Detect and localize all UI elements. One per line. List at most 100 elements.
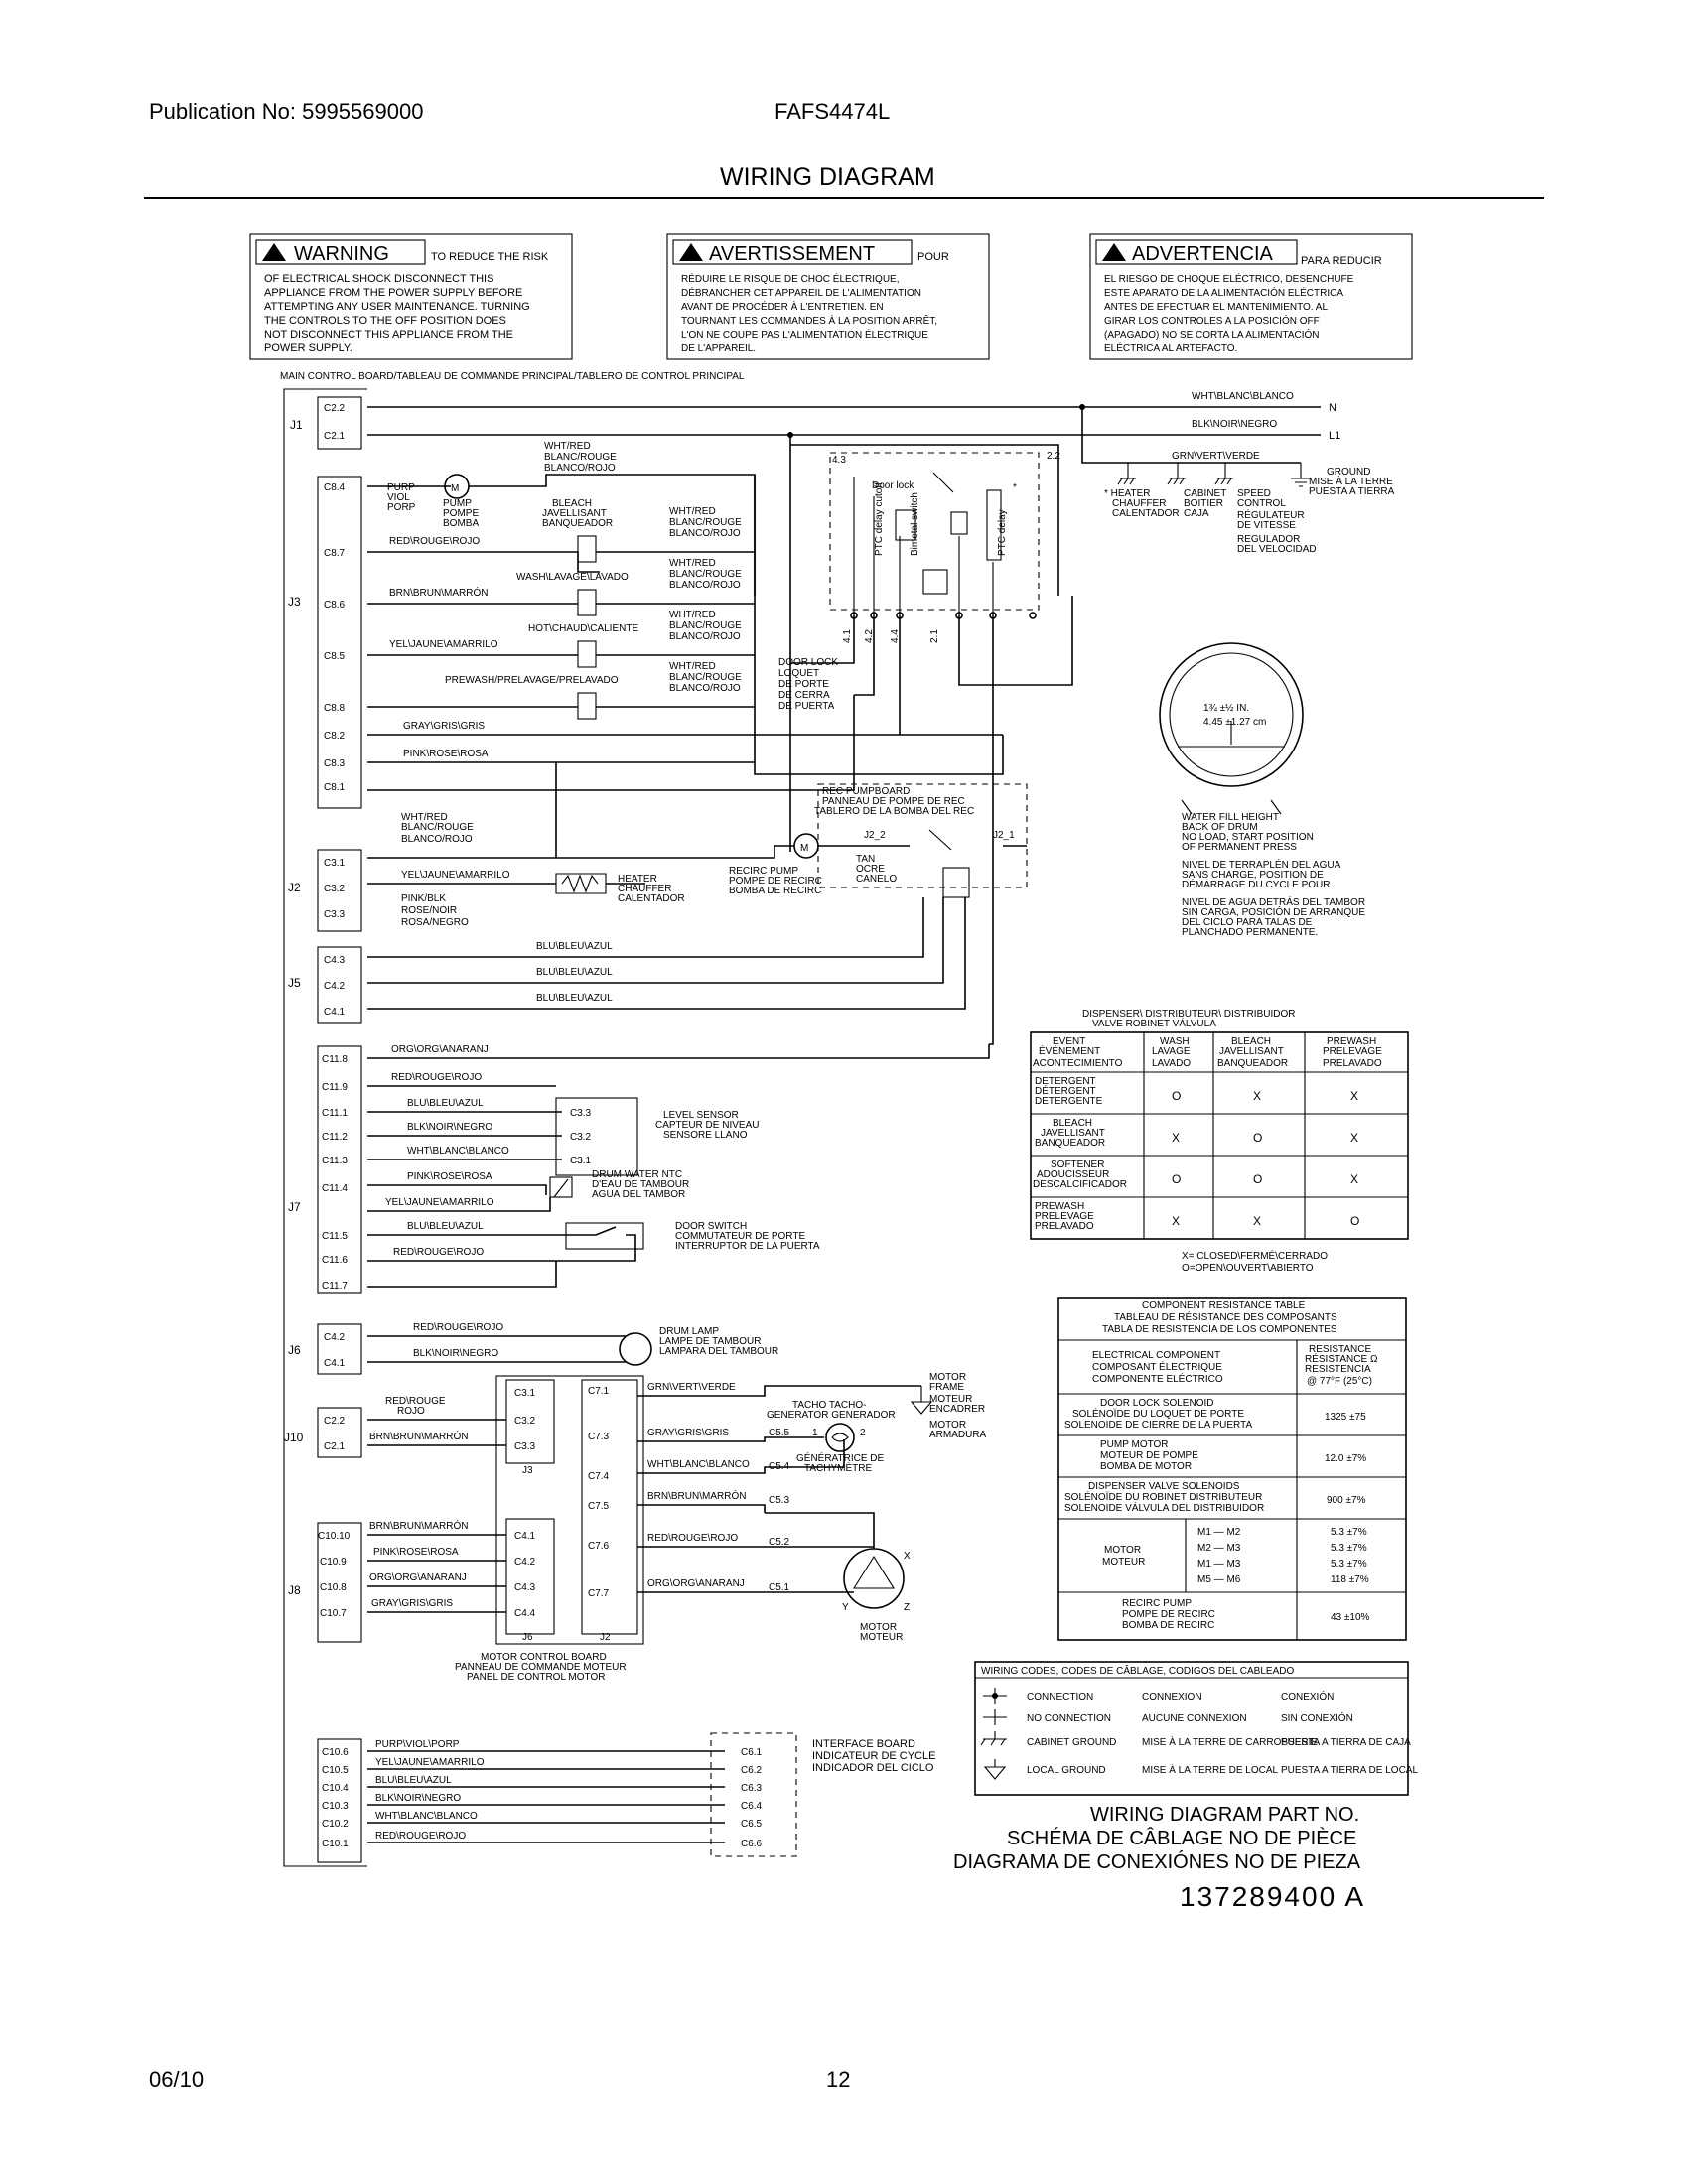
valve-return-label: BLANCO/ROJO [669, 683, 741, 694]
terminal-label: 2.1 [929, 629, 940, 643]
table-cell: DESCALCIFICADOR [1033, 1179, 1127, 1190]
purp-label: PORP [387, 502, 416, 513]
table-cell: O [1253, 1131, 1262, 1145]
pin-label: C11.8 [322, 1054, 348, 1065]
terminal-label: 4.2 [864, 629, 875, 643]
table-header: PRELAVADO [1323, 1058, 1382, 1069]
rec-pumpboard: REC PUMPBOARD PANNEAU DE POMPE DE REC TA… [814, 783, 1028, 898]
table-cell: MOTEUR DE POMPE [1100, 1450, 1198, 1461]
pin-label: C4.1 [324, 1007, 346, 1018]
table-cell: M2 — M3 [1197, 1543, 1241, 1554]
code-cell: MISE À LA TERRE DE LOCAL [1142, 1763, 1279, 1776]
pin-label: C4.3 [324, 955, 346, 966]
warning-lead: PARA REDUCIR [1301, 255, 1382, 267]
valve-return-label: BLANC/ROUGE [669, 569, 742, 580]
table-cell: O [1253, 1172, 1262, 1186]
connector-label: J3 [288, 595, 301, 609]
valve-return-label: BLANCO/ROJO [669, 580, 741, 591]
wire-label: BRN\BRUN\MARRÓN [389, 586, 488, 599]
interface-board [367, 1732, 797, 1857]
pin-labels: C2.2 C2.1 C8.4 C8.7 C8.6 C8.5 C8.8 C8.2 … [318, 403, 351, 1849]
prewash-label: PREWASH/PRELAVAGE/PRELAVADO [445, 675, 619, 686]
warning-line: ATTEMPTING ANY USER MAINTENANCE. TURNING [264, 301, 530, 313]
table-header: ACONTECIMIENTO [1033, 1058, 1123, 1069]
motor-label: MOTEUR [860, 1632, 903, 1643]
ground-label: PUESTA A TIERRA [1309, 486, 1395, 497]
mcb-pin: C3.2 [514, 1416, 536, 1427]
pin-label: C10.2 [322, 1819, 349, 1830]
pin-label: C10.5 [322, 1765, 349, 1776]
table-cell: X [1350, 1089, 1358, 1103]
mcb-label: MOTOR CONTROL BOARD [481, 1652, 607, 1663]
table-header: ELECTRICAL COMPONENT [1092, 1350, 1220, 1361]
speed-label: SPEED [1237, 488, 1271, 499]
wire-label: PINK\ROSE\ROSA [407, 1171, 492, 1182]
wht-red-label: BLANC/ROUGE [544, 452, 617, 463]
fill-text: WATER FILL HEIGHT [1182, 812, 1279, 823]
table-cell: ADOUCISSEUR [1037, 1169, 1109, 1180]
mcb-pin: C7.4 [588, 1471, 610, 1482]
pin-label: C2.1 [324, 1441, 346, 1452]
tacho-terminal: 1 [812, 1428, 818, 1438]
wire-label: BLU\BLEU\AZUL [536, 993, 613, 1004]
pin-label: C10.4 [322, 1783, 349, 1794]
table-title: COMPONENT RESISTANCE TABLE [1142, 1300, 1306, 1311]
heater-ground-label: CALENTADOR [1112, 508, 1180, 519]
table-cell: SOLENOIDE VÁLVULA DEL DISTRIBUIDOR [1064, 1501, 1264, 1514]
l1-label: L1 [1329, 430, 1340, 442]
tacho-fr-label: TACHYMÈTRE [804, 1461, 872, 1474]
wire-label: PINK/BLK [401, 893, 446, 904]
wire-label: YEL\JAUNE\AMARRILO [375, 1757, 485, 1768]
speed-label: REGULADOR [1237, 534, 1300, 545]
table-header: PREWASH [1327, 1036, 1376, 1047]
ntc-label: D'EAU DE TAMBOUR [592, 1179, 689, 1190]
warning-triangle-icon [1102, 243, 1126, 261]
door-switch-label: INTERRUPTOR DE LA PUERTA [675, 1241, 820, 1252]
ib-pin: C6.4 [741, 1801, 763, 1812]
cabinet-ground-icon [980, 1731, 1007, 1746]
cabinet-label: CAJA [1184, 508, 1209, 519]
rec-label: TABLERO DE LA BOMBA DEL REC [814, 806, 974, 817]
warning-label: ADVERTENCIA [1132, 243, 1274, 265]
code-cell: SIN CONEXIÓN [1281, 1711, 1353, 1724]
tacho-label: GENERATOR GENERADOR [767, 1410, 896, 1421]
warning-line: ELÉCTRICA AL ARTEFACTO. [1104, 341, 1237, 354]
tacho-fr-label: GÉNÉRATRICE DE [796, 1451, 884, 1464]
door-lock-label: DOOR LOCK [778, 657, 838, 668]
table-cell: PRELAVADO [1035, 1221, 1094, 1232]
table-cell: O [1172, 1172, 1181, 1186]
c52-label: C5.2 [769, 1537, 790, 1548]
j2-2-label: J2_2 [864, 830, 886, 841]
ptc-label: PTC delay cutoff [874, 482, 885, 556]
j2-1-label: J2_1 [993, 830, 1015, 841]
motor-label: MOTOR [860, 1622, 897, 1633]
wire-label: WHT\BLANC\BLANCO [407, 1146, 509, 1157]
fill-dim: 4.45 ±1.27 cm [1203, 717, 1266, 728]
table-cell: X [1172, 1214, 1180, 1228]
table-cell: X [1253, 1214, 1261, 1228]
table-cell: 118 ±7% [1331, 1574, 1369, 1585]
motor-terminal: Y [842, 1602, 849, 1613]
table-cell: DETERGENTE [1035, 1096, 1103, 1107]
warning-line: L'ON NE COUPE PAS L'ALIMENTATION ÉLECTRI… [681, 328, 928, 341]
wire-label: BLU\BLEU\AZUL [407, 1098, 484, 1109]
valve-return-label: BLANC/ROUGE [669, 517, 742, 528]
pin-label: C11.1 [322, 1108, 348, 1119]
pin-label: C8.1 [324, 782, 346, 793]
svg-text:M: M [451, 483, 459, 494]
pin-label: C11.3 [322, 1156, 348, 1166]
cabinet-ground-icon [1117, 463, 1136, 485]
ib-label: INDICATEUR DE CYCLE [812, 1750, 935, 1762]
ib-label: INDICADOR DEL CICLO [812, 1762, 934, 1774]
tacho-generator-icon [825, 1423, 855, 1452]
motor-frame-ground-icon [910, 1386, 933, 1415]
table-cell: MOTEUR [1102, 1557, 1145, 1568]
local-ground-icon [983, 1759, 1007, 1780]
page-number: 12 [826, 2067, 851, 2092]
c51-label: C5.1 [769, 1582, 790, 1593]
wire-label: BLU\BLEU\AZUL [407, 1221, 484, 1232]
connector-label: J10 [284, 1431, 304, 1444]
wire-label: RED\ROUGE\ROJO [393, 1247, 484, 1258]
tan-label: OCRE [856, 864, 885, 875]
table-cell: SOFTENER [1051, 1160, 1104, 1170]
